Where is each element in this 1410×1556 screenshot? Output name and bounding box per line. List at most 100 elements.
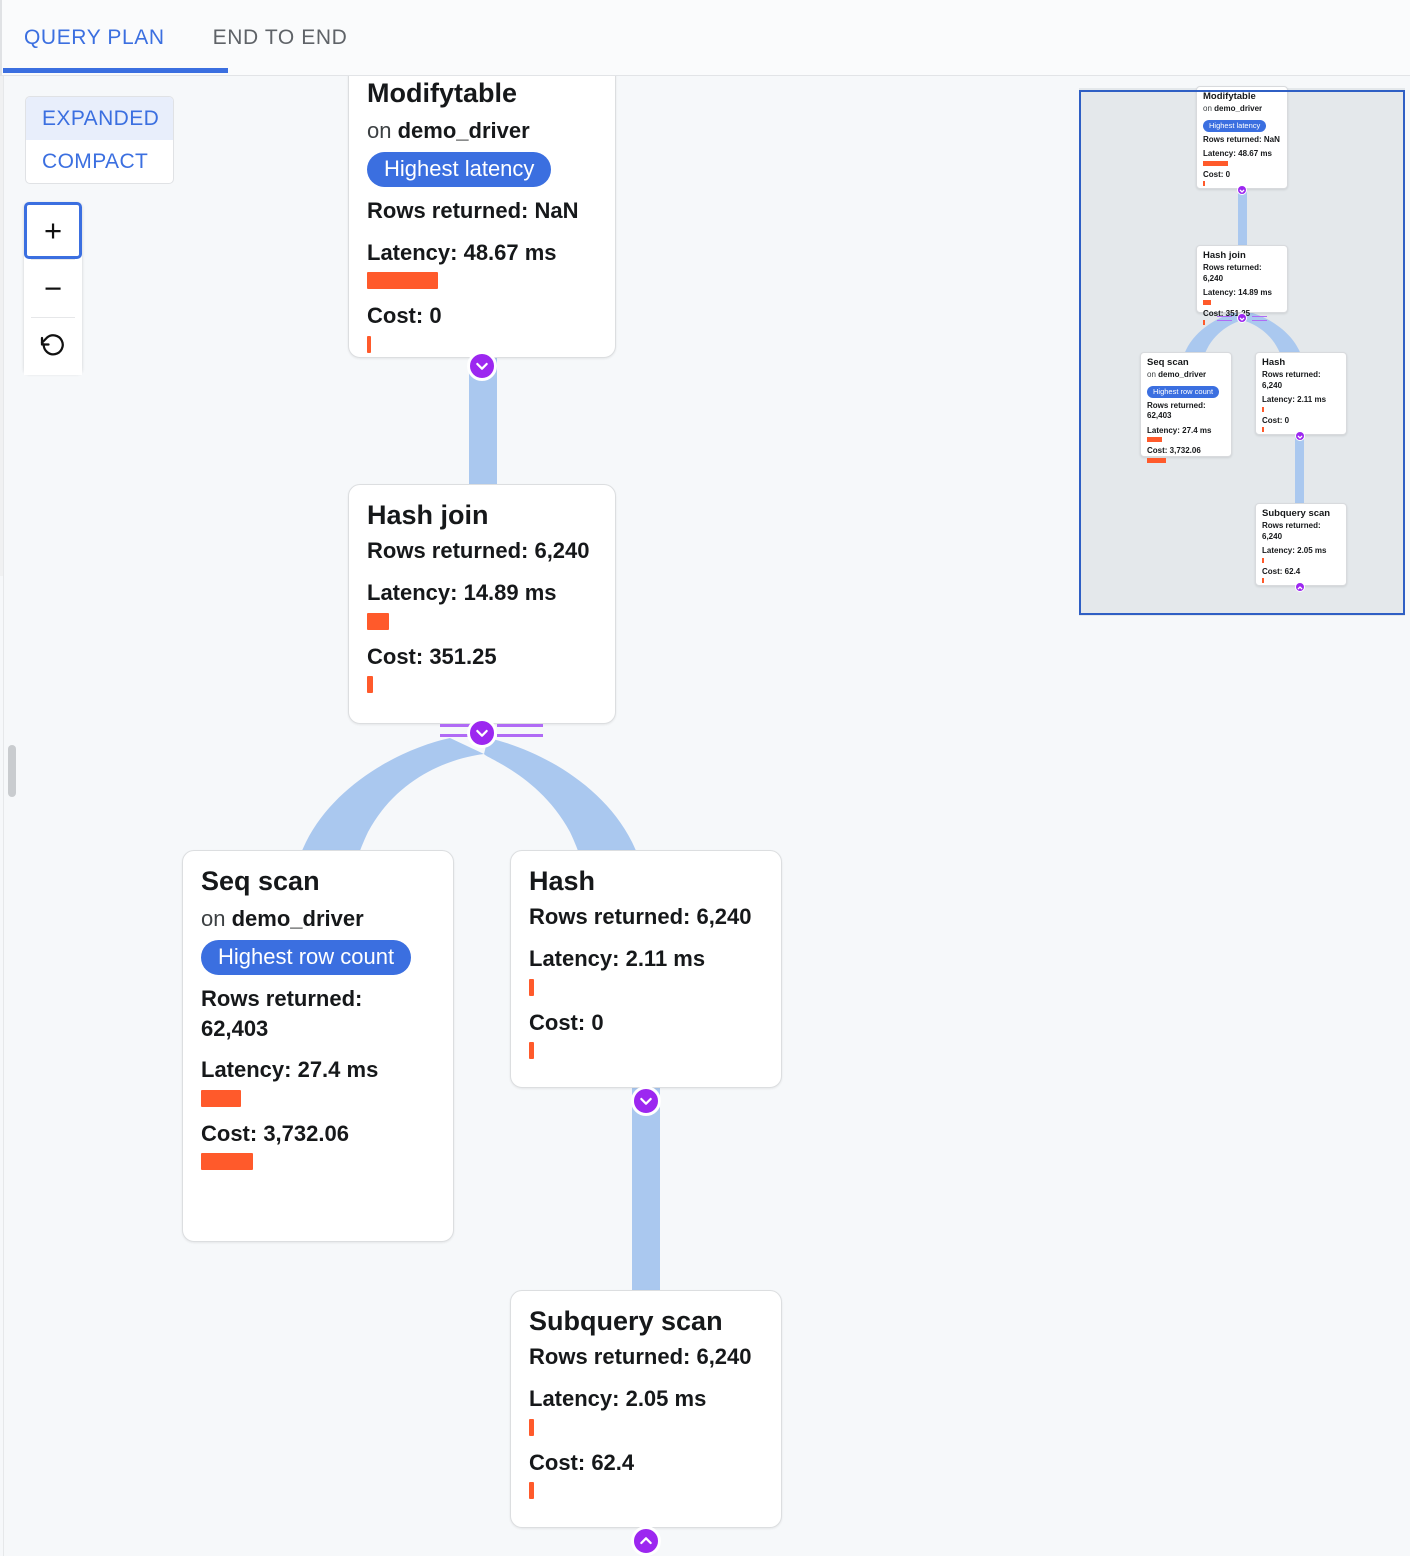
minimap-node-subquery-scan-cost: Cost: 62.4 [1262,566,1301,576]
on-prefix-label: on [1147,370,1156,380]
node-hash-cost-bar [529,1042,534,1060]
minimap-node-modifytable-latency-metric: Latency: 48.67 ms [1203,149,1281,166]
node-seq-scan[interactable]: Seq scan on demo_driver Highest row coun… [182,850,454,1242]
hash-join-junction-right [497,721,582,739]
node-hash-rows: Rows returned: 6,240 [529,904,752,930]
minimap-node-hash-join-latency: Latency: 14.89 ms [1203,288,1272,298]
tab-query-plan[interactable]: QUERY PLAN [0,0,189,75]
node-subquery-scan-latency-metric: Latency: 2.05 ms [529,1385,763,1436]
minimap-node-hash-latency: Latency: 2.11 ms [1262,395,1327,405]
minimap-junction-line-right-2 [1252,320,1267,321]
minimap-node-hash-title: Hash [1262,357,1286,368]
node-seq-scan-title: Seq scan [201,866,320,896]
minimap-node-seq-scan-rows: Rows returned: 62,403 [1147,400,1206,421]
plus-icon: + [43,213,63,248]
node-hash-join-rows: Rows returned: 6,240 [367,538,590,564]
minimap-node-hash-join-cost-bar [1203,319,1205,325]
zoom-in-button[interactable]: + [24,202,82,259]
on-prefix-label: on [201,906,226,932]
zoom-divider-1 [31,259,75,260]
node-hash-title: Hash [529,866,596,896]
node-modifytable-cost: Cost: 0 [367,303,442,329]
mode-button-compact-label: COMPACT [42,149,149,173]
node-subquery-scan-cost: Cost: 62.4 [529,1449,635,1475]
left-rail-top [0,76,3,576]
mode-button-expanded-label: EXPANDED [42,106,160,130]
minimap[interactable]: Modifytable on demo_driver Highest laten… [1079,86,1405,616]
minimap-node-modifytable: Modifytable on demo_driver Highest laten… [1196,86,1288,189]
chevron-down-icon [1239,309,1245,327]
zoom-reset-button[interactable] [24,318,82,375]
minimap-node-hash-join-latency-bar [1203,299,1211,305]
node-modifytable-relation-name: demo_driver [397,118,530,144]
chevron-down-icon [1297,427,1303,445]
node-subquery-scan-expand-handle[interactable] [631,1526,661,1556]
node-hash-latency-bar [529,978,534,996]
node-seq-scan-cost-metric: Cost: 3,732.06 [201,1120,435,1171]
minimap-node-modifytable-latency: Latency: 48.67 ms [1203,149,1272,159]
edge-hash-subqueryscan [632,1086,660,1294]
minimap-node-hash-join-latency-metric: Latency: 14.89 ms [1203,288,1281,305]
node-hash-latency: Latency: 2.11 ms [529,946,706,972]
chevron-down-icon [474,358,490,374]
node-modifytable-collapse-handle[interactable] [467,351,497,381]
node-hash-cost-metric: Cost: 0 [529,1009,763,1060]
minimap-node-subquery-scan-latency-bar [1262,557,1264,563]
minimap-node-modifytable-title: Modifytable [1203,91,1256,102]
tab-end-to-end[interactable]: END TO END [189,0,372,75]
node-subquery-scan-title: Subquery scan [529,1306,723,1336]
minimap-edge-modifytable-hashjoin [1238,190,1247,248]
minimap-node-modifytable-rows: Rows returned: NaN [1203,134,1280,144]
node-subquery-scan-rows: Rows returned: 6,240 [529,1344,752,1370]
node-modifytable[interactable]: Modifytable on demo_driver Highest laten… [348,76,616,358]
minimap-node-modifytable-badge: Highest latency [1203,119,1267,132]
minimap-node-hash-latency-bar [1262,406,1264,412]
minimap-node-seq-scan-cost-bar [1147,457,1166,463]
minimap-node-modifytable-cost: Cost: 0 [1203,169,1231,179]
zoom-out-button[interactable]: − [24,260,82,317]
minimap-node-seq-scan-latency-bar [1147,437,1162,443]
tab-query-plan-label: QUERY PLAN [24,25,165,49]
node-modifytable-title: Modifytable [367,78,518,108]
node-subquery-scan[interactable]: Subquery scan Rows returned: 6,240 Laten… [510,1290,782,1528]
graph-canvas[interactable]: Modifytable on demo_driver Highest laten… [0,76,1410,1556]
node-seq-scan-rows: Rows returned: 62,403 [201,985,363,1041]
node-modifytable-relation: on demo_driver [367,114,597,147]
minimap-node-subquery-scan-cost-metric: Cost: 62.4 [1262,567,1340,583]
mode-button-expanded[interactable]: EXPANDED [26,97,173,140]
node-hash[interactable]: Hash Rows returned: 6,240 Latency: 2.11 … [510,850,782,1088]
zoom-controls: + − [24,202,82,375]
minimap-node-hash-cost: Cost: 0 [1262,415,1290,425]
mode-button-compact[interactable]: COMPACT [26,140,173,183]
minimap-node-subquery-scan-handle [1295,582,1305,592]
node-seq-scan-cost: Cost: 3,732.06 [201,1120,349,1146]
on-prefix-label: on [1203,104,1212,114]
minimap-node-modifytable-relation: on demo_driver [1203,103,1281,115]
minimap-node-modifytable-handle [1237,185,1247,195]
node-modifytable-latency-metric: Latency: 48.67 ms [367,239,597,290]
node-modifytable-badge: Highest latency [367,152,552,187]
node-seq-scan-latency-metric: Latency: 27.4 ms [201,1056,435,1107]
minimap-junction-line-left-1 [1217,316,1232,317]
node-seq-scan-relation: on demo_driver [201,902,435,935]
node-hash-join[interactable]: Hash join Rows returned: 6,240 Latency: … [348,484,616,724]
minimap-node-subquery-scan-rows: Rows returned: 6,240 [1262,521,1321,541]
node-hash-join-collapse-handle[interactable] [467,718,497,748]
vertical-scrollbar-thumb[interactable] [8,745,16,797]
node-hash-collapse-handle[interactable] [631,1086,661,1116]
node-seq-scan-latency: Latency: 27.4 ms [201,1057,379,1083]
node-seq-scan-cost-bar [201,1153,253,1171]
node-hash-join-latency-bar [367,612,389,630]
minimap-content: Modifytable on demo_driver Highest laten… [1079,86,1405,616]
minimap-node-hash-join-rows: Rows returned: 6,240 [1203,263,1262,283]
minimap-node-seq-scan-latency-metric: Latency: 27.4 ms [1147,426,1225,443]
node-hash-cost: Cost: 0 [529,1009,604,1035]
node-modifytable-latency: Latency: 48.67 ms [367,239,557,265]
minimap-node-hash-join-title: Hash join [1203,250,1246,261]
minimap-node-subquery-scan-cost-bar [1262,577,1264,583]
minimap-node-hash-cost-metric: Cost: 0 [1262,416,1340,432]
node-seq-scan-latency-bar [201,1089,241,1107]
minimap-node-modifytable-cost-bar [1203,181,1205,187]
on-prefix-label: on [367,118,392,144]
node-modifytable-rows: Rows returned: NaN [367,197,579,223]
